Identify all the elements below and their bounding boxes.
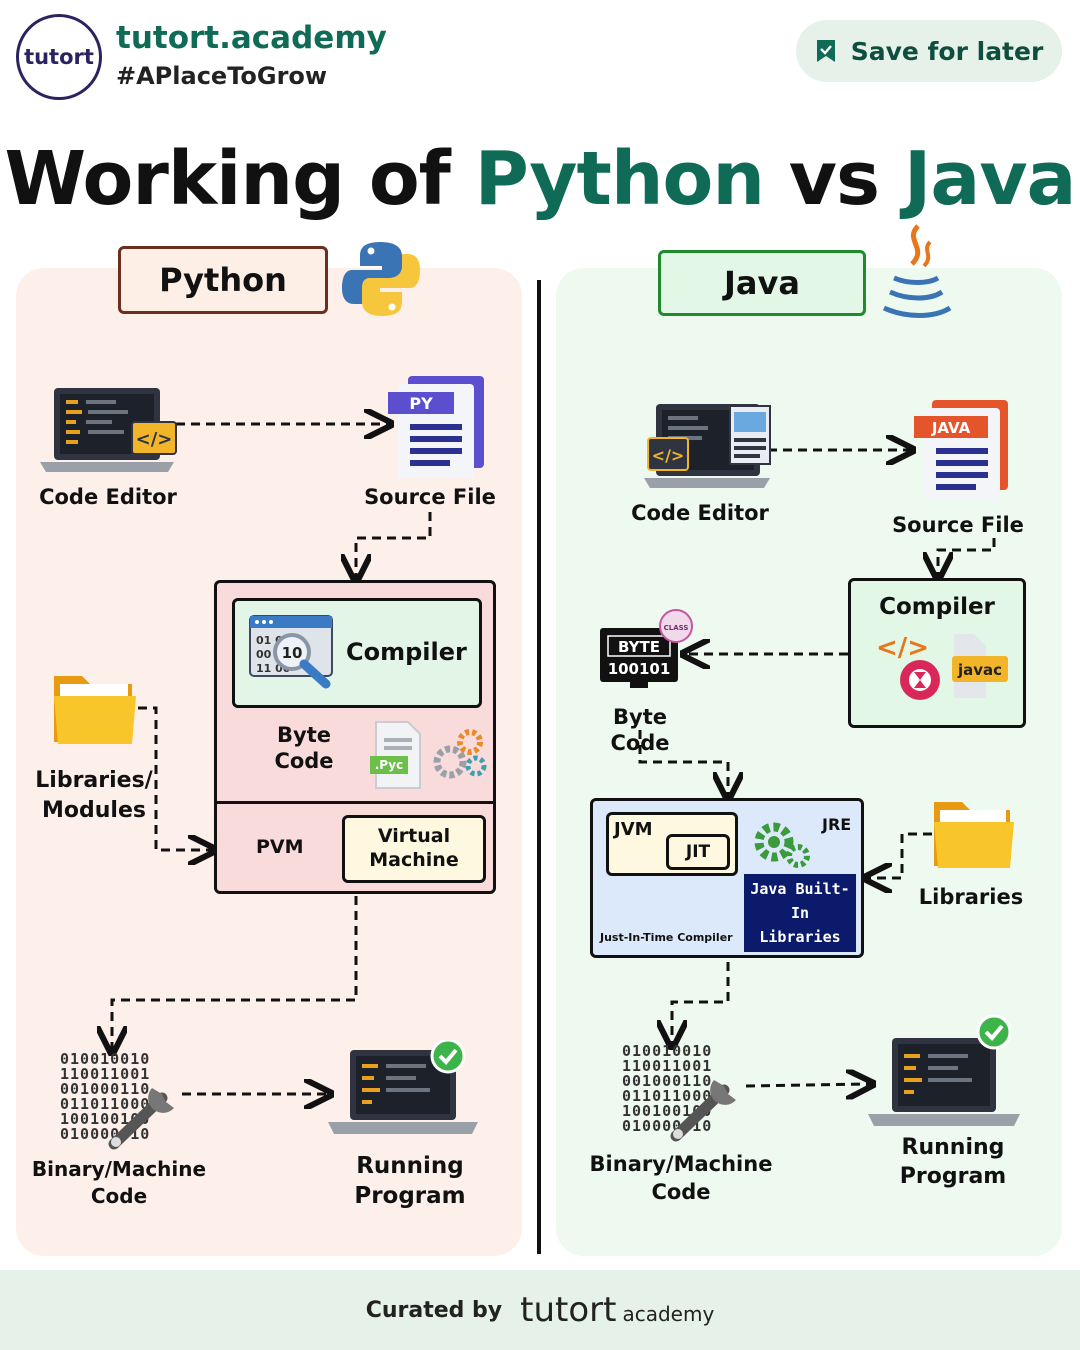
jv-binary-row-2: 110011001 — [622, 1057, 713, 1075]
jv-jit-box: JIT — [666, 834, 730, 870]
jv-compiler-label: Compiler — [879, 594, 995, 620]
jv-compiler-box — [848, 578, 1026, 728]
brand-name: tutort.academy — [116, 20, 387, 56]
jv-builtin-libraries-label: Java Built-In Libraries — [750, 880, 850, 946]
py-virtual-machine-label: Virtual Machine — [369, 825, 459, 871]
java-badge: JAVA — [931, 419, 971, 437]
footer-logo-sub: academy — [622, 1302, 715, 1326]
title-vs: vs — [764, 136, 904, 222]
java-heading-label: Java — [724, 264, 800, 302]
jv-gear-icon — [754, 822, 810, 868]
svg-text:10: 10 — [282, 644, 303, 662]
svg-text:</>: </> — [876, 633, 929, 663]
jv-code-editor-icon: </> — [644, 404, 771, 488]
arrow-py-source-compiler — [356, 512, 432, 578]
jv-byte-code-label: Byte Code — [610, 705, 670, 756]
jv-binary-row-1: 010010010 — [622, 1042, 713, 1060]
jv-jit-label: JIT — [685, 842, 711, 862]
py-wrench-icon — [108, 1088, 174, 1150]
arrow-jv-binary-running — [745, 1084, 870, 1086]
jv-running-program-icon — [868, 1014, 1020, 1126]
py-binary-row-5: 100100100 — [60, 1110, 151, 1128]
pyc-badge: .Pyc — [375, 758, 404, 772]
title-java: Java — [903, 136, 1077, 222]
svg-text:</>: </> — [652, 446, 685, 465]
py-source-file-label: Source File — [364, 485, 496, 509]
page-title: Working of Python vs Java — [0, 136, 1080, 222]
py-running-program-label: Running Program — [354, 1153, 466, 1209]
jv-compiler-icons: </> javac — [876, 633, 1008, 700]
arrow-jv-libs-jre — [868, 832, 932, 878]
py-code-editor-label: Code Editor — [39, 485, 177, 509]
py-libraries-label: Libraries/ Modules — [35, 768, 153, 823]
jv-running-program-label: Running Program — [899, 1135, 1007, 1189]
python-heading: Python — [118, 246, 328, 314]
arrow-jv-byte-jre — [638, 730, 728, 796]
arrow-jv-source-compiler — [938, 538, 996, 576]
py-badge: PY — [409, 394, 433, 413]
footer-logo-word: tutort — [520, 1290, 617, 1330]
py-binary-label: Binary/Machine Code — [31, 1157, 207, 1208]
jv-binary-row-5: 100100100 — [622, 1102, 713, 1120]
py-libraries-folder-icon — [54, 676, 136, 744]
py-source-file-icon: PY — [388, 376, 484, 478]
jv-libraries-label: Libraries — [918, 885, 1024, 909]
title-part-1: Working of — [4, 136, 475, 222]
arrow-py-libs-pvm — [138, 706, 212, 850]
byte-icon-top: BYTE — [618, 638, 660, 656]
center-divider — [537, 280, 541, 1254]
py-pvm-label: PVM — [256, 836, 304, 858]
jv-source-file-icon: JAVA — [914, 400, 1008, 500]
py-code-editor-icon: </> — [40, 388, 177, 472]
javac-badge: javac — [957, 661, 1002, 679]
footer: Curated by tutort academy — [0, 1270, 1080, 1350]
jv-jit-caption: Just-In-Time Compiler — [600, 931, 733, 944]
svg-text:</>: </> — [136, 429, 173, 450]
py-pyc-file-icon: .Pyc — [370, 721, 487, 789]
jv-byte-code-icon: BYTE 100101 CLASS — [600, 609, 693, 688]
class-badge: CLASS — [664, 624, 689, 632]
python-logo-icon — [342, 242, 420, 316]
footer-logo: tutort academy — [520, 1290, 714, 1330]
py-binary-row-2: 110011001 — [60, 1065, 151, 1083]
jv-jvm-label: JVM — [614, 819, 653, 840]
py-running-program-icon — [328, 1040, 478, 1134]
title-python: Python — [474, 136, 765, 222]
byte-icon-bottom: 100101 — [608, 660, 671, 678]
jv-binary-label: Binary/Machine Code — [589, 1152, 773, 1205]
java-logo-icon — [882, 224, 952, 318]
py-binary-row-1: 010010010 — [60, 1050, 151, 1068]
brand-tagline: #APlaceToGrow — [116, 62, 328, 90]
arrow-jv-jre-binary — [672, 962, 730, 1044]
py-virtual-machine-box: Virtual Machine — [342, 815, 486, 883]
jv-wrench-icon — [670, 1080, 736, 1142]
py-block-separator — [214, 801, 496, 804]
brand-logo: tutort — [16, 14, 102, 100]
jv-jre-label: JRE — [822, 815, 852, 834]
python-heading-label: Python — [159, 261, 287, 299]
jv-binary-block: 010010010 110011001 001000110 011011000 … — [622, 1044, 712, 1134]
footer-curated-by: Curated by — [365, 1297, 503, 1323]
jv-source-file-label: Source File — [892, 513, 1024, 537]
java-heading: Java — [658, 250, 866, 316]
arrow-py-pvm-binary — [112, 896, 358, 1050]
bookmark-icon — [816, 40, 835, 62]
save-for-later-button[interactable]: Save for later — [796, 20, 1062, 82]
py-byte-code-label: Byte Code — [274, 723, 334, 774]
jv-libraries-folder-icon — [934, 802, 1014, 868]
jv-binary-row-4: 011011000 — [622, 1087, 713, 1105]
py-compiler-magnifier-icon: 01 00 00 10 11 00 10 — [249, 615, 333, 689]
jv-binary-row-3: 001000110 — [622, 1072, 713, 1090]
py-binary-row-3: 001000110 — [60, 1080, 151, 1098]
jv-builtin-libraries-box: Java Built-In Libraries — [744, 874, 856, 952]
py-binary-row-4: 011011000 — [60, 1095, 151, 1113]
jv-code-editor-label: Code Editor — [631, 501, 769, 525]
save-for-later-label: Save for later — [850, 36, 1044, 66]
brand-logo-text: tutort — [24, 45, 94, 69]
py-compiler-label: Compiler — [346, 638, 467, 666]
